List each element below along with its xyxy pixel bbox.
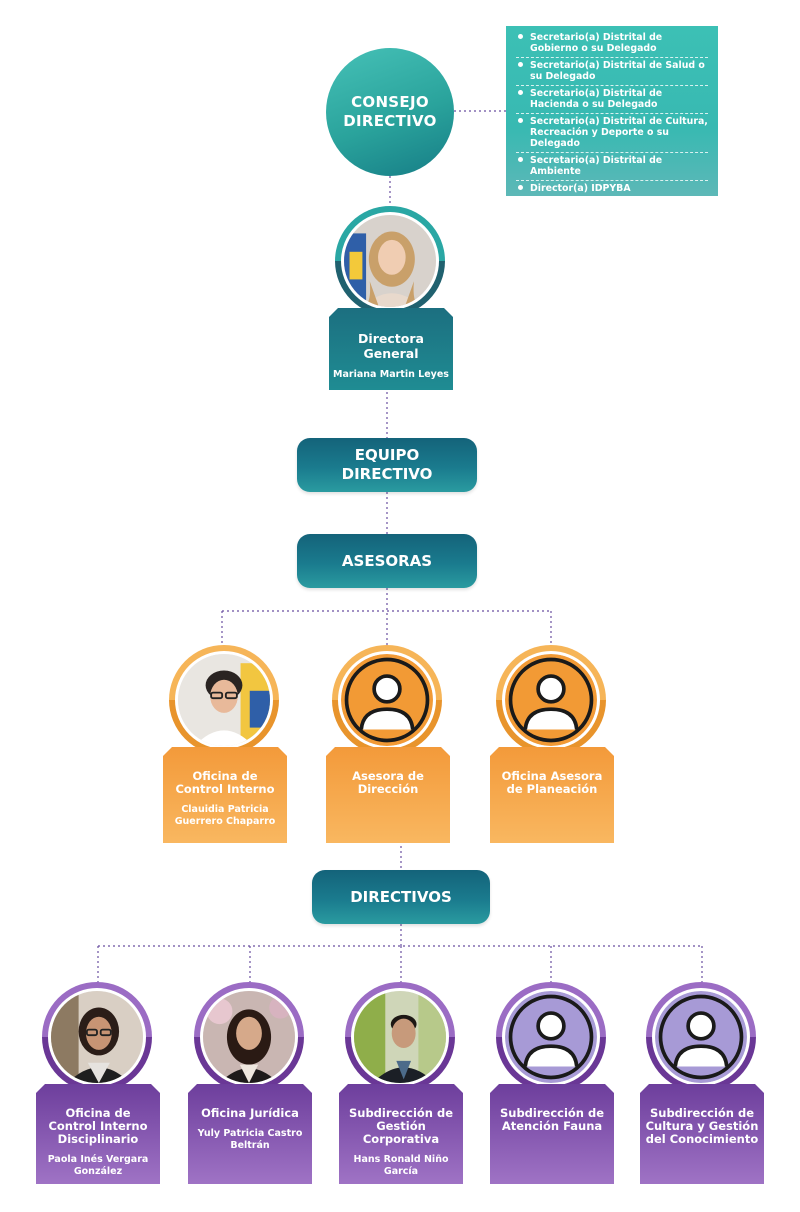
asesoras-label: ASESORAS: [341, 551, 433, 570]
node-name: Yuly Patricia Castro Beltrán: [197, 1128, 303, 1151]
member-item: Secretario(a) Distrital de Gobierno o su…: [516, 30, 708, 58]
node-title: Oficina Asesora de Planeación: [501, 769, 603, 796]
equipo-line1: EQUIPO: [354, 446, 420, 464]
node-name: Clauidia Patricia Guerrero Chaparro: [174, 804, 276, 827]
node-title: Directora General: [358, 331, 424, 361]
node-title: Asesora de Dirección: [352, 769, 424, 796]
node-title: Oficina de Control Interno: [175, 769, 275, 796]
node-name: Paola Inés Vergara González: [47, 1154, 149, 1177]
member-item: Director(a) IDPYBA: [516, 181, 708, 197]
equipo-line2: DIRECTIVO: [341, 465, 433, 483]
directivo-card: Subdirección de Gestión Corporativa Hans…: [339, 1084, 463, 1184]
directivos-node: DIRECTIVOS: [312, 870, 490, 924]
user-placeholder-icon: [341, 654, 433, 746]
directivo-card: Oficina Jurídica Yuly Patricia Castro Be…: [188, 1084, 312, 1184]
avatar-photo: [351, 988, 449, 1086]
member-item: Secretario(a) Distrital de Salud o su De…: [516, 58, 708, 86]
person-photo-icon: [178, 654, 270, 746]
member-item: Secretario(a) Distrital de Cultura, Recr…: [516, 114, 708, 153]
equipo-directivo-node: EQUIPO DIRECTIVO: [297, 438, 477, 492]
avatar-photo: [652, 988, 750, 1086]
avatar-photo: [502, 988, 600, 1086]
avatar-photo: [200, 988, 298, 1086]
consejo-members-list: Secretario(a) Distrital de Gobierno o su…: [506, 26, 718, 196]
user-placeholder-icon: [505, 654, 597, 746]
asesora-card: Asesora de Dirección: [326, 747, 450, 843]
node-title: Subdirección de Atención Fauna: [499, 1106, 605, 1133]
consejo-line2: DIRECTIVO: [343, 112, 437, 130]
avatar-photo: [341, 212, 439, 310]
directivo-card: Subdirección de Cultura y Gestión del Co…: [640, 1084, 764, 1184]
directivos-label: DIRECTIVOS: [350, 887, 452, 906]
user-placeholder-icon: [505, 991, 597, 1083]
avatar-photo: [175, 651, 273, 749]
node-title: Subdirección de Cultura y Gestión del Co…: [645, 1106, 759, 1146]
avatar-photo: [338, 651, 436, 749]
person-photo-icon: [354, 991, 446, 1083]
directora-card: Directora General Mariana Martin Leyes: [329, 308, 453, 390]
node-title: Oficina Jurídica: [201, 1106, 299, 1120]
consejo-directivo-node: CONSEJO DIRECTIVO: [326, 48, 454, 176]
asesora-card: Oficina de Control Interno Clauidia Patr…: [163, 747, 287, 843]
consejo-line1: CONSEJO: [351, 93, 429, 111]
avatar-photo: [48, 988, 146, 1086]
directivo-card: Subdirección de Atención Fauna: [490, 1084, 614, 1184]
asesoras-node: ASESORAS: [297, 534, 477, 588]
directivo-card: Oficina de Control Interno Disciplinario…: [36, 1084, 160, 1184]
node-title: Subdirección de Gestión Corporativa: [348, 1106, 454, 1146]
node-name: Hans Ronald Niño García: [353, 1154, 449, 1177]
person-photo-icon: [51, 991, 143, 1083]
node-title: Oficina de Control Interno Disciplinario: [48, 1106, 148, 1146]
person-photo-icon: [344, 215, 436, 307]
node-name: Mariana Martin Leyes: [333, 369, 449, 380]
member-item: Secretario(a) Distrital de Ambiente: [516, 153, 708, 181]
asesora-card: Oficina Asesora de Planeación: [490, 747, 614, 843]
person-photo-icon: [203, 991, 295, 1083]
member-item: Secretario(a) Distrital de Hacienda o su…: [516, 86, 708, 114]
user-placeholder-icon: [655, 991, 747, 1083]
avatar-photo: [502, 651, 600, 749]
